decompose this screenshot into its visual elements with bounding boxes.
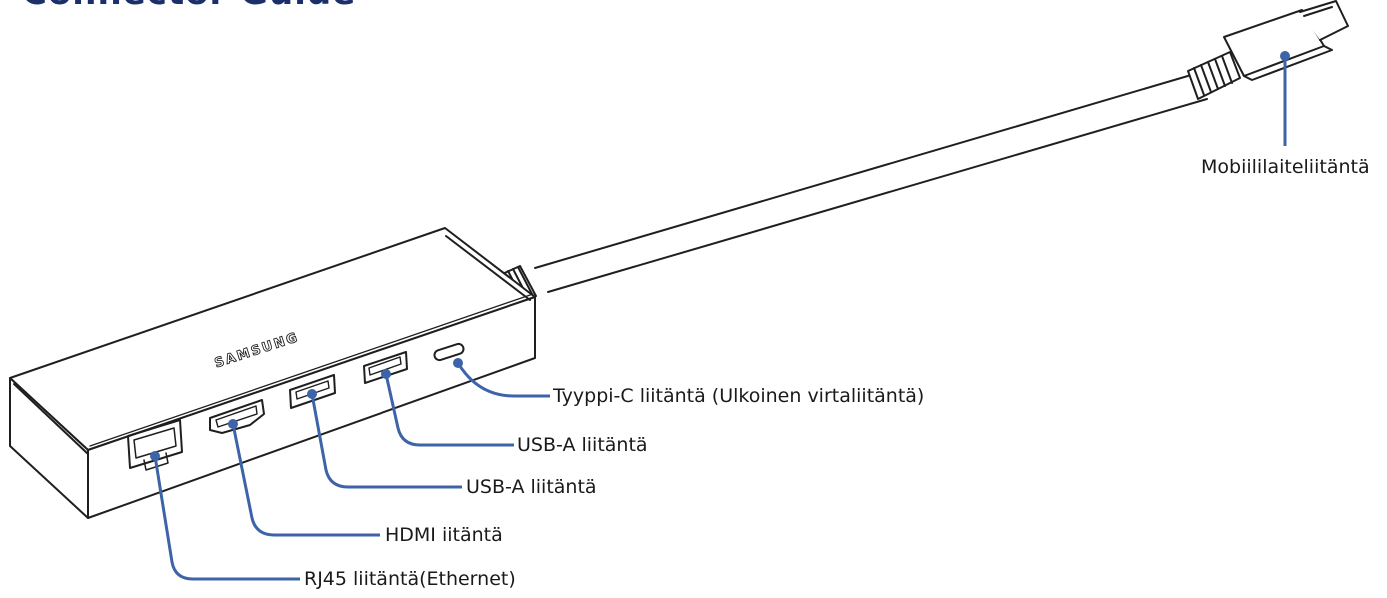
callout-line-hdmi (231, 423, 380, 537)
label-mobile-connector: Mobiililaiteliitäntä (1201, 156, 1370, 178)
hub-body (9, 227, 536, 519)
callout-lines (153, 56, 1287, 581)
usb-c-plug-tip (1299, 0, 1349, 41)
usb-a-port-2 (363, 351, 408, 384)
callout-line-type-c (456, 362, 550, 398)
callout-dot-hdmi (228, 419, 238, 429)
callout-line-rj45 (153, 455, 300, 581)
usb-a-port-1 (289, 374, 336, 409)
callout-dot-type-c (453, 358, 463, 368)
plug-strain-relief (1187, 51, 1241, 100)
hdmi-port (209, 399, 265, 434)
callout-dot-usb-a-2 (307, 389, 317, 399)
cable (534, 72, 1208, 293)
usb-c-port (433, 342, 465, 362)
callout-line-usb-a-2 (310, 393, 462, 489)
callout-dot-mobile (1280, 51, 1290, 61)
label-usb-a-port-2: USB-A liitäntä (466, 476, 597, 498)
label-type-c-port: Tyyppi-C liitäntä (Ulkoinen virtaliitänt… (553, 385, 925, 407)
label-rj45-port: RJ45 liitäntä(Ethernet) (304, 568, 516, 590)
callout-dot-usb-a-1 (381, 369, 391, 379)
callout-line-usb-a-1 (384, 373, 514, 447)
callout-dot-rj45 (150, 451, 160, 461)
label-hdmi-port: HDMI iitäntä (385, 524, 503, 546)
label-usb-a-port-1: USB-A liitäntä (517, 434, 648, 456)
callout-dots (150, 51, 1290, 461)
page-title: Connector Guide (22, 0, 356, 10)
